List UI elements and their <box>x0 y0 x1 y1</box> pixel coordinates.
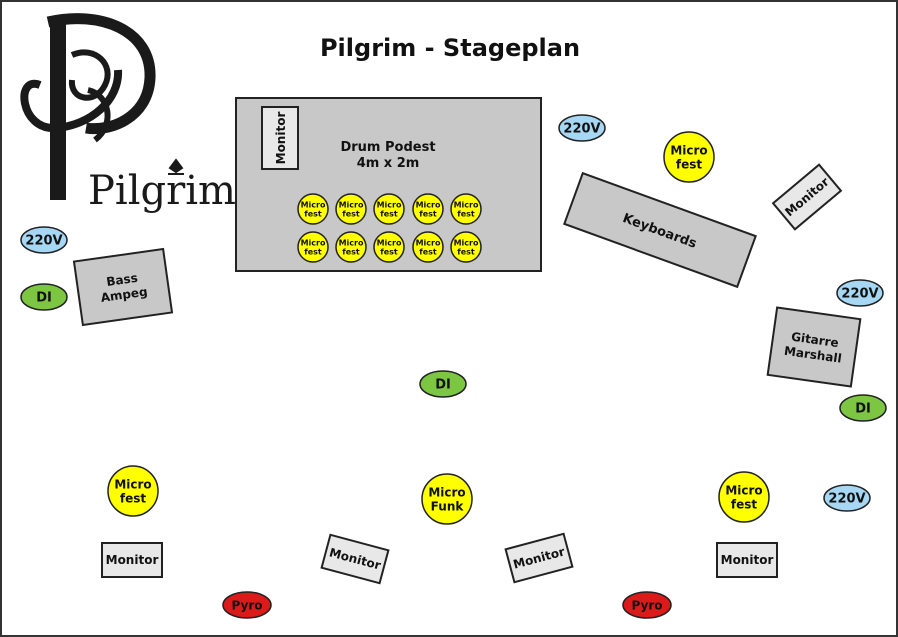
page-title: Pilgrim - Stageplan <box>320 34 580 62</box>
bass-amp: BassAmpeg <box>72 247 174 327</box>
drum-title: Drum Podest <box>340 140 435 155</box>
di-box: DI <box>839 394 887 422</box>
drum-monitor-label: Monitor <box>274 112 288 165</box>
monitor-label: Monitor <box>721 553 774 567</box>
logo-text: Pilgrim <box>88 168 236 214</box>
pilgrim-logo: Pilgrim <box>20 13 236 214</box>
drum-size: 4m x 2m <box>357 156 420 171</box>
di-box: DI <box>419 370 467 398</box>
floor-monitor: Monitor <box>716 542 778 578</box>
pyro-label: Pyro <box>631 598 662 612</box>
di-box: DI <box>20 283 68 311</box>
bass-amp-label: BassAmpeg <box>98 270 149 305</box>
guitar-amp: GitarreMarshall <box>766 306 862 388</box>
di-box-label: DI <box>435 378 451 393</box>
power-220v-label: 220V <box>25 234 62 249</box>
floor-monitor: Monitor <box>504 532 574 584</box>
power-220v-label: 220V <box>828 492 865 507</box>
power-220v-label: 220V <box>563 122 600 137</box>
power-220v: 220V <box>558 114 606 142</box>
monitor-label: Monitor <box>106 553 159 567</box>
power-220v-label: 220V <box>841 287 878 302</box>
drum-monitor <box>261 106 299 170</box>
power-220v: 220V <box>823 484 871 512</box>
pyro: Pyro <box>222 591 272 619</box>
floor-monitor: Monitor <box>101 542 163 578</box>
pyro: Pyro <box>622 591 672 619</box>
di-box-label: DI <box>855 402 871 417</box>
keyboards: Keyboards <box>563 171 757 289</box>
power-220v: 220V <box>20 226 68 254</box>
floor-monitor: Monitor <box>320 533 390 585</box>
power-220v: 220V <box>836 279 884 307</box>
pyro-label: Pyro <box>231 598 262 612</box>
di-box-label: DI <box>36 291 52 306</box>
